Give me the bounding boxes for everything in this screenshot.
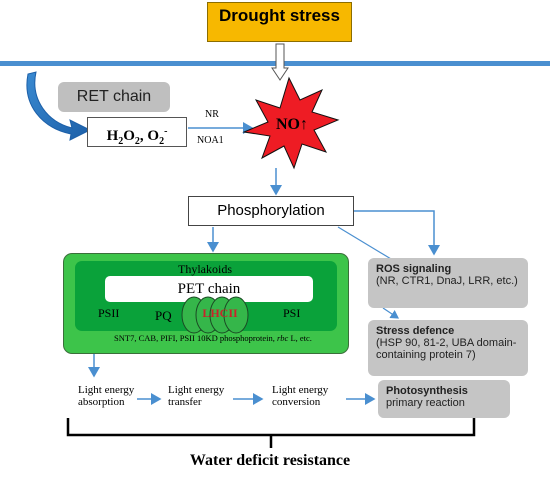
pq-label: PQ (155, 308, 172, 323)
psi-label: PSI (283, 306, 301, 320)
ros-to-stress-arrow (382, 307, 399, 319)
ros-signaling-box: ROS signaling (NR, CTR1, DnaJ, LRR, etc.… (368, 258, 528, 308)
pet-chain-box: PET chain (105, 276, 313, 302)
phosphorylation-box: Phosphorylation (188, 196, 354, 226)
phos-to-ros-arrow (354, 210, 440, 256)
protein-list: SNT7, CAB, PIFI, PSII 10KD phosphoprotei… (114, 333, 312, 343)
photo-title: Photosynthesis (386, 385, 468, 397)
photosynthesis-box: Photosynthesis primary reaction (378, 380, 510, 418)
stress-defence-box: Stress defence (HSP 90, 81-2, UBA domain… (368, 320, 528, 376)
stress-title: Stress defence (376, 325, 455, 337)
water-deficit-resistance-label: Water deficit resistance (189, 452, 351, 469)
bracket-line (66, 418, 476, 437)
membrane-line (0, 61, 550, 66)
stress-body: (HSP 90, 81-2, UBA domain-containing pro… (376, 337, 517, 361)
lhcii-cluster (181, 296, 249, 334)
no-star-icon (242, 76, 340, 170)
ret-curve-arrow (26, 71, 92, 141)
ros-body: (NR, CTR1, DnaJ, LRR, etc.) (376, 275, 518, 287)
drought-stress-box: Drought stress (207, 2, 352, 42)
h2o2-o2-box: H2O2, O2- (87, 117, 187, 147)
lhcii-oval-4 (223, 296, 249, 334)
thylakoids-title: Thylakoids (178, 262, 232, 276)
lhcii-label: LHCII (202, 306, 238, 320)
no-label: NO↑ (276, 116, 308, 133)
ret-chain-box: RET chain (58, 82, 170, 112)
psii-label: PSII (98, 306, 120, 320)
photo-body: primary reaction (386, 397, 465, 409)
drought-arrow (271, 43, 289, 81)
noa1-label: NOA1 (197, 135, 224, 146)
ros-title: ROS signaling (376, 263, 452, 275)
nr-label: NR (205, 109, 219, 120)
